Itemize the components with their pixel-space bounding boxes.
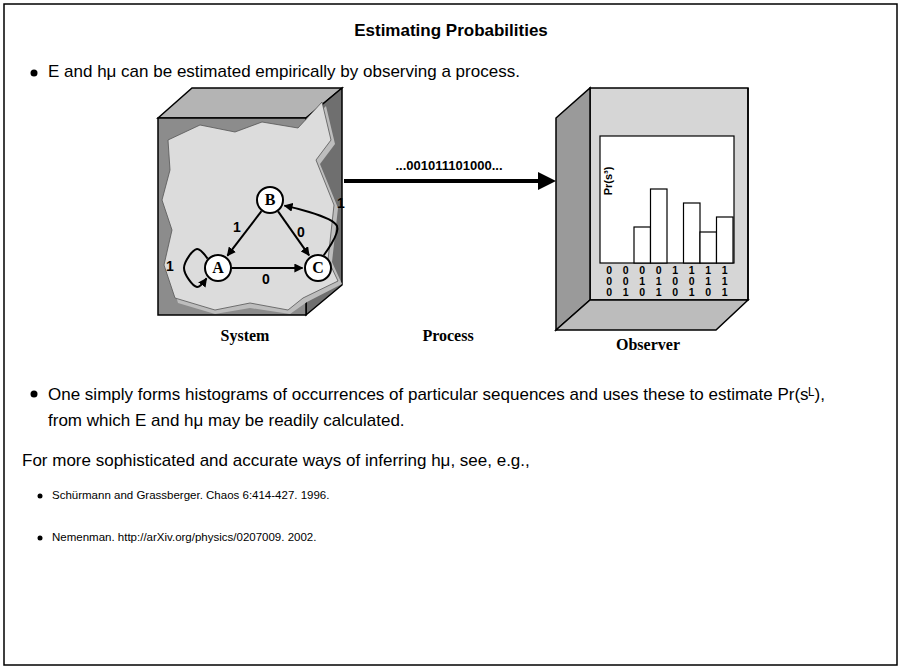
part-name: Process	[422, 326, 473, 346]
state-circle: C	[304, 254, 332, 282]
sequence-digit: 0	[672, 276, 678, 287]
sequence-digit: 0	[639, 287, 645, 298]
bullet-text: E and hμ can be estimated empirically by…	[48, 61, 520, 82]
transition-arrow	[227, 211, 261, 256]
histogram-bar	[684, 203, 701, 263]
bullet	[31, 70, 38, 77]
histogram-bar	[651, 189, 668, 263]
bullet	[31, 391, 38, 398]
sequence-digit: 1	[722, 265, 728, 276]
sequence-digit: 0	[606, 276, 612, 287]
sequence-digit: 1	[672, 265, 678, 276]
state-circle: A	[204, 254, 232, 282]
sequence-digit: 0	[689, 276, 695, 287]
symbol-stream: ...001011101000...	[396, 158, 503, 174]
axis-label: Pr(s³)	[602, 167, 616, 196]
state-name: A	[212, 260, 224, 276]
histogram-bar	[700, 232, 717, 263]
histogram	[600, 136, 734, 263]
sequence-digit: 0	[606, 287, 612, 298]
sequence-digit: 1	[722, 276, 728, 287]
sequence-digit: 0	[606, 265, 612, 276]
sequence-digit: 0	[705, 287, 711, 298]
histogram-bar	[601, 262, 618, 263]
sequence-digit: 1	[705, 276, 711, 287]
bullet	[38, 494, 43, 499]
sequence-digit: 1	[689, 287, 695, 298]
transition-symbol: 1	[337, 196, 345, 210]
sequence-digit: 0	[656, 265, 662, 276]
histogram-bar	[717, 217, 734, 263]
histogram-bar	[634, 227, 651, 263]
sequence-digit: 1	[722, 287, 728, 298]
process-arrow	[344, 172, 556, 190]
sequence-digit: 1	[639, 276, 645, 287]
bullet-text: One simply forms histograms of occurrenc…	[48, 382, 828, 435]
note-text: For more sophisticated and accurate ways…	[22, 450, 530, 471]
bullet	[38, 536, 43, 541]
sequence-digit: 0	[639, 265, 645, 276]
slide-title: Estimating Probabilities	[354, 20, 548, 41]
part-name: System	[221, 326, 270, 346]
histogram-bar	[667, 262, 684, 263]
reference: Nemenman. http://arXiv.org/physics/02070…	[52, 530, 316, 544]
sequence-digit: 1	[623, 287, 629, 298]
transition-arrow	[284, 206, 337, 256]
transition-symbol: 0	[297, 225, 305, 239]
sequence-digit: 1	[705, 265, 711, 276]
sequence-digit: 0	[623, 276, 629, 287]
sequence-digit: 1	[656, 287, 662, 298]
sequence-digit: 0	[672, 287, 678, 298]
state-name: B	[265, 192, 276, 208]
transition-symbol: 1	[233, 220, 241, 234]
sequence-digit: 1	[689, 265, 695, 276]
system-cube	[158, 88, 342, 315]
reference: Schürmann and Grassberger. Chaos 6:414-4…	[52, 488, 329, 502]
transition-symbol: 0	[262, 272, 270, 286]
transition-arrow	[232, 267, 303, 269]
part-name: Observer	[616, 335, 680, 355]
transition-symbol: 1	[166, 259, 174, 273]
transition-arrow	[278, 211, 309, 255]
observer-box	[556, 88, 748, 330]
state-name: C	[312, 260, 324, 276]
sequence-digit: 0	[623, 265, 629, 276]
histogram-bar	[618, 262, 635, 263]
state-circle: B	[256, 186, 284, 214]
slide-frame	[4, 4, 897, 665]
sequence-digit: 1	[656, 276, 662, 287]
